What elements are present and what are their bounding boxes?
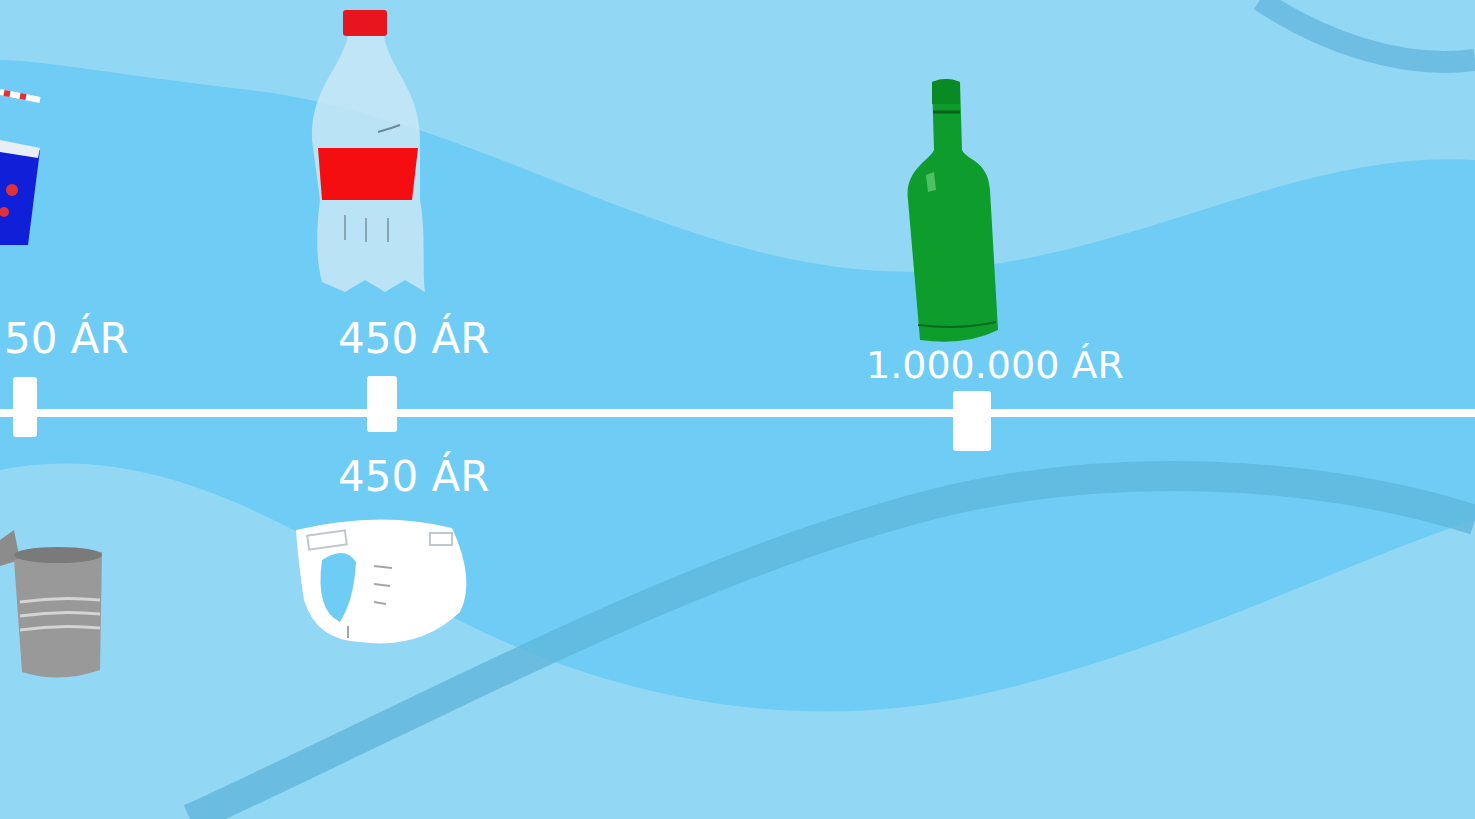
duration-label: 450 ÁR [338,318,489,360]
duration-label: 450 ÁR [338,456,489,498]
duration-label: 1.000.000 ÁR [866,346,1124,384]
duration-label: 50 ÁR [4,318,129,360]
